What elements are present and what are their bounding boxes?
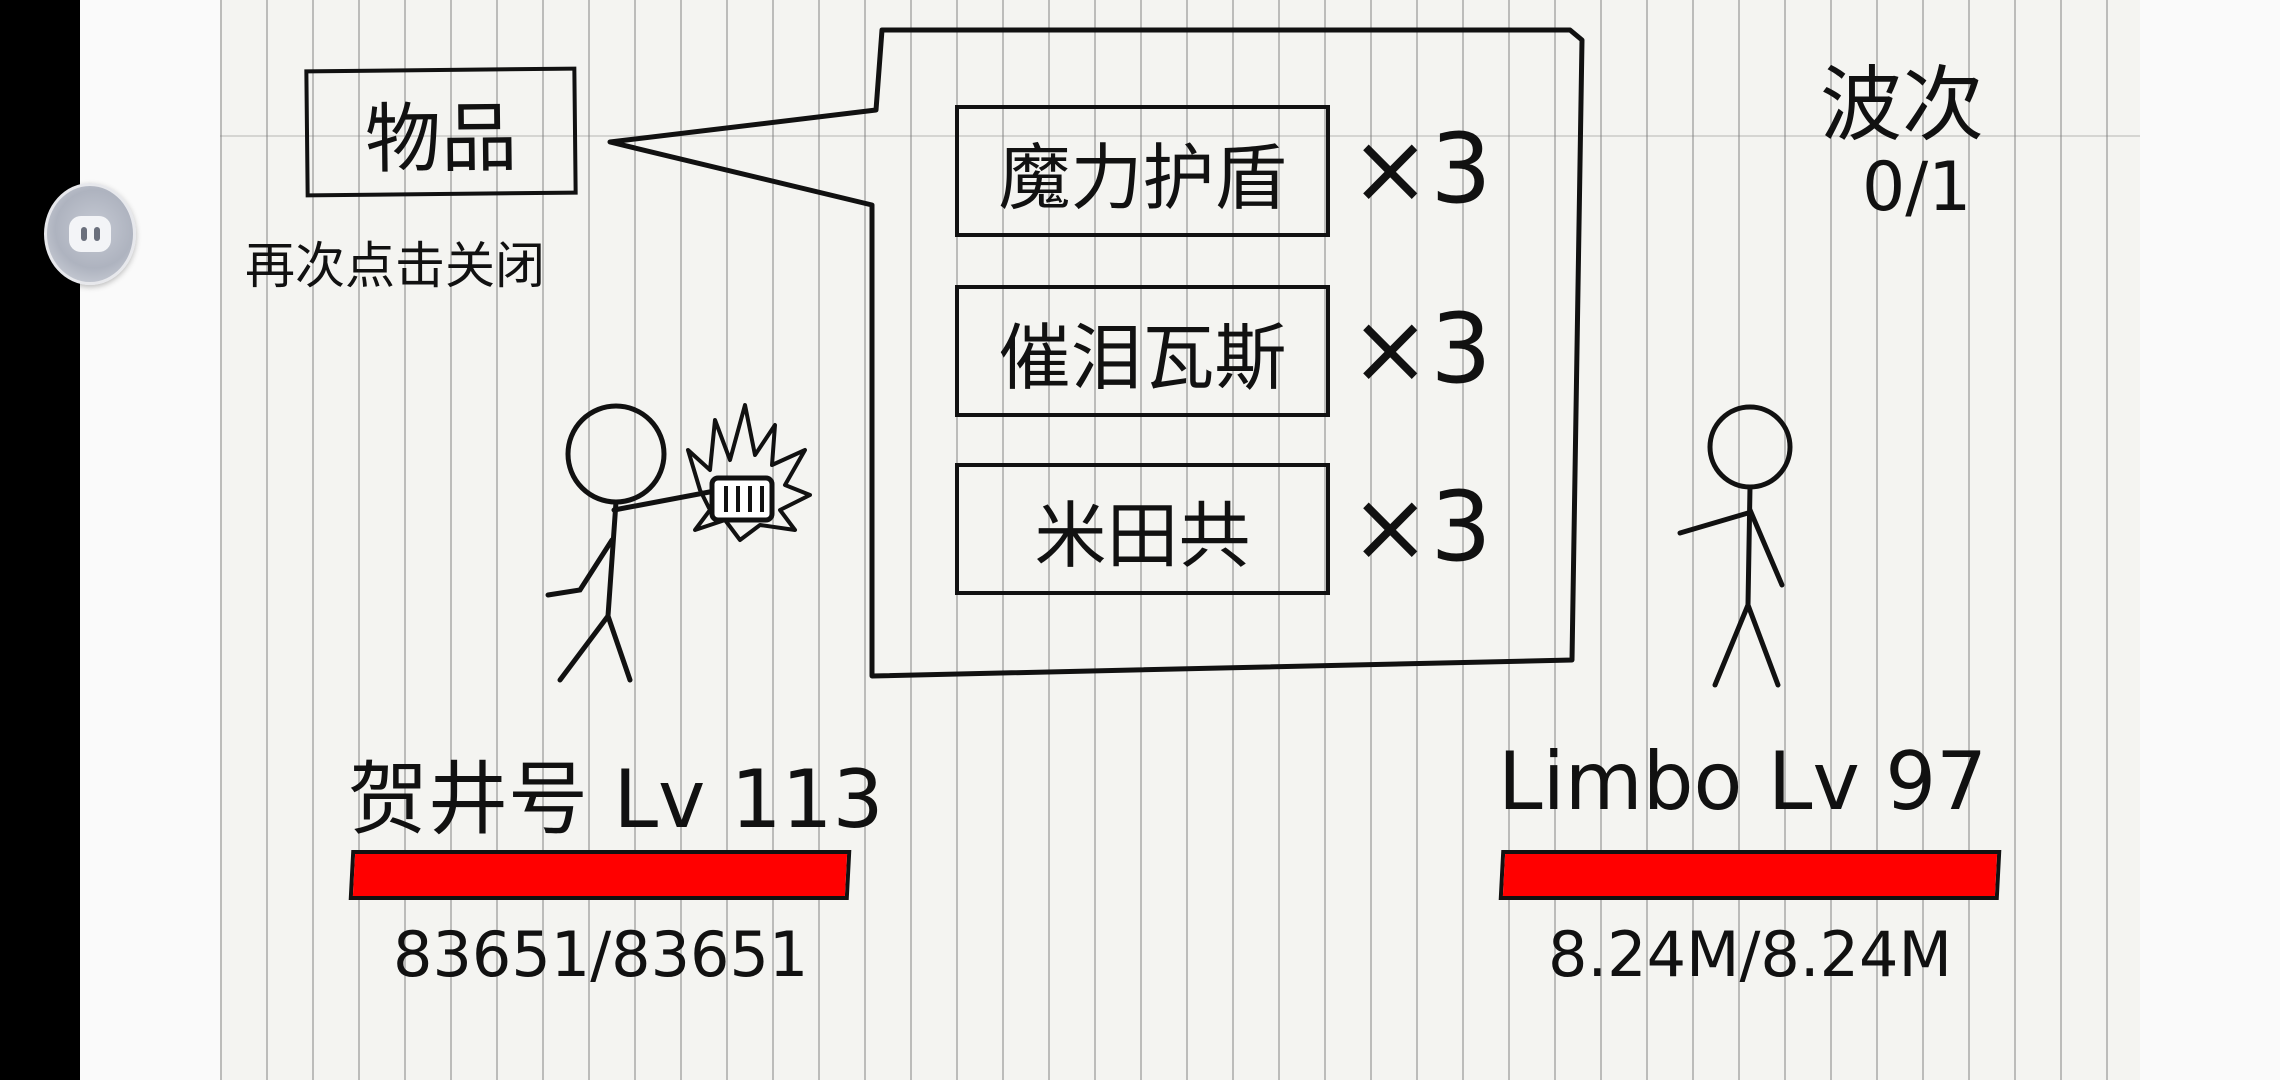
inventory-item-name[interactable]: 催泪瓦斯 (955, 285, 1330, 417)
player-health-bar (348, 850, 852, 900)
enemy-stick-figure (1677, 404, 1793, 688)
right-margin (2140, 0, 2280, 1080)
enemy-health-fill (1502, 854, 1998, 896)
items-button[interactable]: 物品 (304, 66, 578, 198)
close-hint-text: 再次点击关闭 (245, 237, 545, 295)
flaming-fist-icon (686, 403, 812, 542)
inventory-item-quantity: ×3 (1350, 471, 1492, 583)
enemy-health-bar (1498, 850, 2002, 900)
player-stick-figure (545, 403, 723, 683)
wave-counter: 0/1 (1862, 148, 1972, 227)
assistant-face-icon (69, 216, 111, 252)
enemy-hp-text: 8.24M/8.24M (1548, 918, 1952, 991)
inventory-item-quantity: ×3 (1350, 293, 1492, 405)
enemy-level-text: Lv 97 (1767, 735, 1988, 828)
wave-label: 波次 (1820, 58, 1985, 153)
floating-assistant-button[interactable] (44, 183, 136, 285)
enemy-name-text: Limbo (1498, 735, 1743, 828)
left-margin (80, 0, 220, 1080)
player-name-text: 贺井号 (348, 753, 588, 846)
left-black-bar (0, 0, 80, 1080)
player-name: 贺井号 Lv 113 (348, 735, 883, 851)
inventory-item-name[interactable]: 米田共 (955, 463, 1330, 595)
inventory-item-name[interactable]: 魔力护盾 (955, 105, 1330, 237)
enemy-name: Limbo Lv 97 (1498, 735, 1987, 828)
inventory-item-quantity: ×3 (1350, 113, 1492, 225)
player-level-text: Lv 113 (613, 753, 884, 846)
player-health-fill (352, 854, 848, 896)
player-hp-text: 83651/83651 (393, 918, 809, 991)
